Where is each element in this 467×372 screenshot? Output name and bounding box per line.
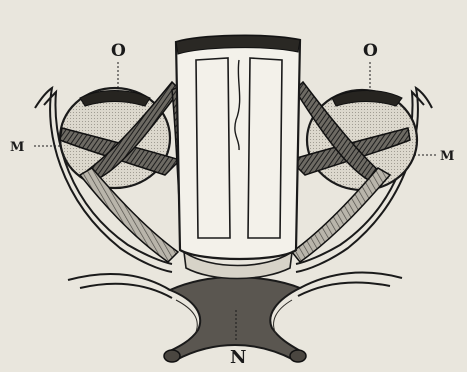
label-o-left: O (111, 41, 126, 61)
central-block (176, 36, 300, 279)
label-m-right: M (440, 149, 454, 164)
label-n-bottom: N (230, 347, 246, 368)
label-o-right: O (363, 41, 378, 61)
label-m-left: M (10, 140, 24, 155)
